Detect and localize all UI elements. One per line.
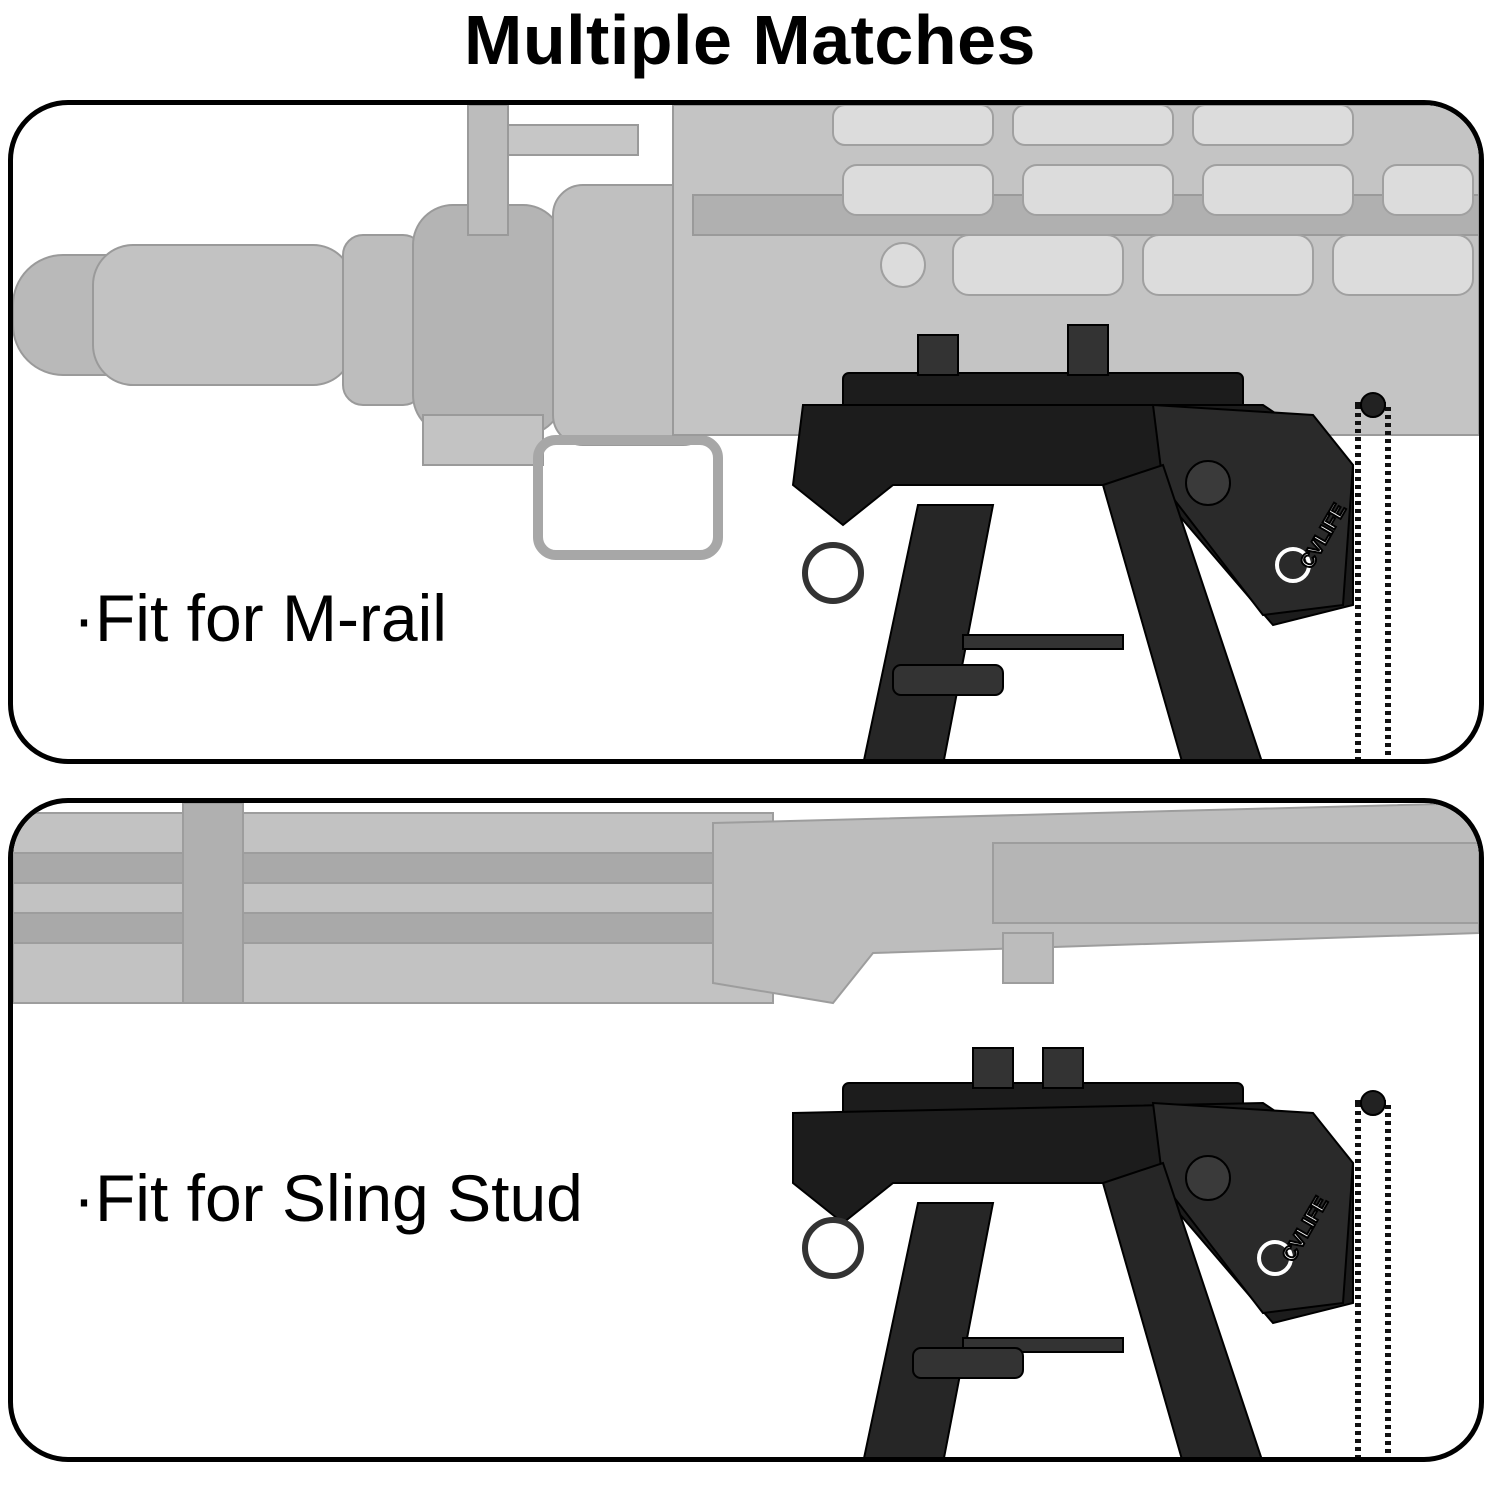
rifle-stock-image: [13, 803, 1479, 1005]
page-title: Multiple Matches: [464, 1, 1036, 79]
bipod-image: CVLIFE: [791, 324, 1391, 759]
caption-m-rail: ·Fit for M-rail: [73, 581, 447, 655]
caption-sling-stud: ·Fit for Sling Stud: [73, 1161, 583, 1235]
rifle-handguard-image: [13, 105, 1479, 560]
sling-stud-illustration: CVLIFE: [13, 803, 1479, 1457]
panel-sling-stud: CVLIFE ·Fit for Sling Stud: [8, 798, 1484, 1462]
bipod-image: CVLIFE: [792, 1047, 1391, 1457]
m-rail-illustration: CVLIFE: [13, 105, 1479, 759]
panel-m-rail: CVLIFE ·Fit for M-rail: [8, 100, 1484, 764]
